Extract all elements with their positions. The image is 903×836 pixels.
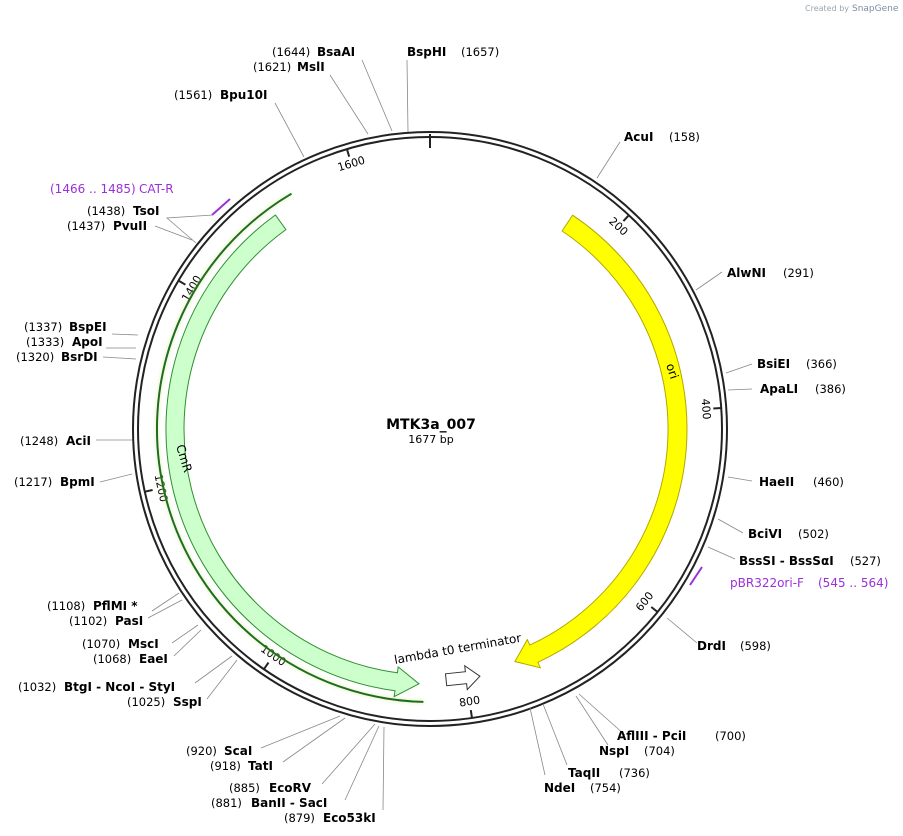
site-pos-banii: (881)	[211, 796, 242, 810]
site-pos-tati: (918)	[210, 759, 241, 773]
site-pos-pvuii: (1437)	[67, 219, 105, 233]
site-pos-scai: (920)	[186, 744, 217, 758]
tick-label-1600: 1600	[336, 154, 367, 174]
site-name-scai[interactable]: ScaI	[224, 744, 252, 758]
site-name-bsphi[interactable]: BspHI	[407, 45, 446, 59]
primer-name-pbr322ori-f[interactable]: pBR322ori-F	[730, 576, 804, 590]
site-name-banii[interactable]: BanII - SacI	[251, 796, 327, 810]
primer-range-pbr322ori-f: (545 .. 564)	[818, 576, 888, 590]
site-pos-ndei: (754)	[590, 781, 621, 795]
site-pos-bsrdi: (1320)	[16, 350, 54, 364]
site-pos-nspi: (704)	[644, 744, 675, 758]
site-name-bsiei[interactable]: BsiEI	[757, 357, 790, 371]
site-name-eco53ki[interactable]: Eco53kI	[323, 811, 376, 825]
site-name-alwni[interactable]: AlwNI	[727, 266, 766, 280]
site-name-apoi[interactable]: ApoI	[72, 335, 103, 349]
site-name-sspi[interactable]: SspI	[173, 695, 202, 709]
ori-label: ori	[663, 362, 681, 381]
site-name-nspi[interactable]: NspI	[599, 744, 629, 758]
site-name-taqii[interactable]: TaqII	[568, 766, 600, 780]
tick-mark-1000	[263, 662, 270, 670]
site-pos-msci: (1070)	[82, 637, 120, 651]
site-pos-acui: (158)	[669, 130, 700, 144]
site-pos-haeii: (460)	[813, 475, 844, 489]
terminator-arrow[interactable]	[444, 664, 481, 691]
site-name-ndei[interactable]: NdeI	[544, 781, 575, 795]
tick-label-800: 800	[458, 694, 481, 710]
site-name-bsaai[interactable]: BsaAI	[317, 45, 355, 59]
site-pos-ecorv: (885)	[229, 781, 260, 795]
scale-ticks	[144, 148, 722, 719]
site-name-pvuii[interactable]: PvuII	[113, 219, 147, 233]
site-leader-lines	[96, 59, 753, 811]
site-pos-pflmi: (1108)	[47, 599, 85, 613]
site-name-tsoi[interactable]: TsoI	[133, 204, 159, 218]
cat-r-primer-mark[interactable]	[211, 198, 231, 216]
site-name-pflmi[interactable]: PflMI *	[93, 599, 138, 613]
site-name-bsssi[interactable]: BssSI - BssSαI	[739, 554, 834, 568]
site-pos-bpmi: (1217)	[14, 475, 52, 489]
terminator-label: lambda t0 terminator	[393, 631, 522, 667]
site-pos-apoi: (1333)	[26, 335, 64, 349]
site-name-acii[interactable]: AciI	[66, 434, 91, 448]
tick-mark-800	[469, 709, 473, 719]
site-name-msci[interactable]: MscI	[128, 637, 159, 651]
site-name-bcivi[interactable]: BciVI	[748, 527, 782, 541]
site-name-btgi[interactable]: BtgI - NcoI - StyI	[64, 680, 175, 694]
tick-label-400: 400	[699, 398, 713, 420]
primer-range-cat-r: (1466 .. 1485)	[50, 182, 136, 196]
tick-mark-1200	[144, 489, 153, 493]
site-pos-eaei: (1068)	[93, 652, 131, 666]
primer-name-cat-r[interactable]: CAT-R	[139, 182, 174, 196]
site-name-tati[interactable]: TatI	[248, 759, 273, 773]
pbr322ori-f-primer-mark[interactable]	[689, 566, 703, 586]
site-pos-bsssi: (527)	[850, 554, 881, 568]
site-pos-msli: (1621)	[253, 60, 291, 74]
tick-mark-1400	[177, 279, 186, 286]
site-name-bpu10i[interactable]: Bpu10I	[220, 88, 267, 102]
plasmid-name: MTK3a_007	[386, 417, 476, 433]
site-name-pasi[interactable]: PasI	[115, 614, 143, 628]
cmr-feature-arrow[interactable]	[165, 214, 420, 698]
site-pos-eco53ki: (879)	[284, 811, 315, 825]
site-name-bsrdi[interactable]: BsrDI	[61, 350, 98, 364]
site-pos-bsphi: (1657)	[461, 45, 499, 59]
cmr-orf-line	[155, 192, 424, 703]
site-pos-bsaai: (1644)	[272, 45, 310, 59]
site-name-apali[interactable]: ApaLI	[760, 382, 798, 396]
tick-mark-400	[713, 407, 722, 410]
site-name-bspei[interactable]: BspEI	[69, 320, 107, 334]
site-pos-bspei: (1337)	[24, 320, 62, 334]
site-pos-afliii: (700)	[715, 729, 746, 743]
site-name-ecorv[interactable]: EcoRV	[269, 781, 312, 795]
snapgene-brand: SnapGene	[852, 4, 899, 14]
site-pos-bcivi: (502)	[798, 527, 829, 541]
tick-mark-1600	[345, 148, 351, 157]
tick-label-600: 600	[633, 589, 656, 614]
site-pos-drdi: (598)	[740, 639, 771, 653]
site-pos-apali: (386)	[815, 382, 846, 396]
site-pos-sspi: (1025)	[127, 695, 165, 709]
site-pos-alwni: (291)	[783, 266, 814, 280]
tick-mark-200	[622, 214, 630, 222]
credit-prefix: Created by	[805, 4, 849, 13]
ori-feature-arrow[interactable]	[514, 214, 688, 669]
site-name-msli[interactable]: MslI	[297, 60, 325, 74]
site-name-acui[interactable]: AcuI	[624, 130, 653, 144]
site-pos-tsoi: (1438)	[87, 204, 125, 218]
site-name-drdi[interactable]: DrdI	[697, 639, 726, 653]
site-pos-bpu10i: (1561)	[174, 88, 212, 102]
site-pos-acii: (1248)	[20, 434, 58, 448]
site-name-afliii[interactable]: AflIII - PciI	[617, 729, 686, 743]
site-name-haeii[interactable]: HaeII	[759, 475, 794, 489]
site-pos-taqii: (736)	[619, 766, 650, 780]
tick-mark-600	[650, 606, 659, 613]
site-pos-pasi: (1102)	[69, 614, 107, 628]
site-name-eaei[interactable]: EaeI	[139, 652, 168, 666]
site-name-bpmi[interactable]: BpmI	[60, 475, 95, 489]
plasmid-length: 1677 bp	[408, 433, 453, 446]
site-pos-bsiei: (366)	[806, 357, 837, 371]
site-pos-btgi: (1032)	[18, 680, 56, 694]
